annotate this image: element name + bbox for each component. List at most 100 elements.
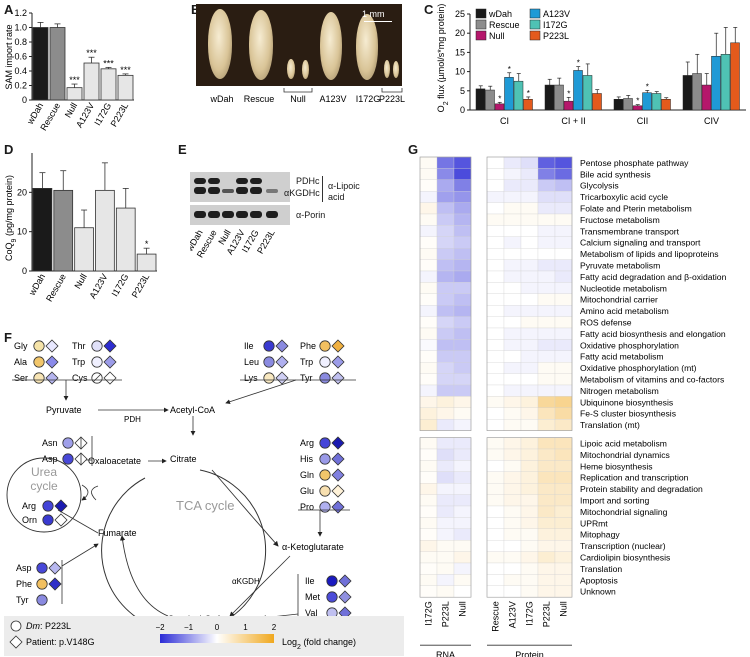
protein-cell (503, 396, 522, 408)
rna-cell (419, 305, 438, 317)
protein-cell (554, 282, 573, 294)
bar-p223l (136, 253, 157, 272)
protein-cell (554, 259, 573, 272)
aa-circle-ser (33, 372, 45, 384)
enzyme-pdh: PDH (124, 415, 141, 424)
protein-cell (554, 213, 573, 226)
legend-label-a123v: A123V (543, 9, 570, 19)
rna-cell (436, 168, 455, 180)
bar-civ-a123v (711, 55, 721, 111)
panel-letter-g: G (408, 142, 419, 157)
aa-circle-phe-fum (36, 578, 48, 590)
protein-column-label-i172g: I172G (525, 601, 535, 626)
y-tick-label: 15 (455, 47, 465, 57)
bracket-p223l (381, 88, 403, 93)
protein-cell (537, 339, 556, 351)
aa-circle-gln-right-group (319, 469, 331, 481)
arrow-succinyl-fumarate (119, 535, 169, 617)
colorbar-label: Log2 (fold change) (282, 637, 356, 651)
aa-diamond-ile-akg (338, 574, 352, 588)
legend-swatch-i172g (529, 19, 541, 30)
western-blot (190, 172, 290, 232)
row-label-tricarboxylic-acid-cycle: Tricarboxylic acid cycle (580, 192, 668, 202)
protein-cell (554, 540, 573, 552)
colorbar-tick-3: 1 (243, 623, 248, 632)
aa-circle-thr-group (91, 340, 103, 352)
rna-cell (453, 213, 472, 226)
protein-cell (554, 293, 573, 306)
y-tick-label: 10 (455, 67, 465, 77)
group-label-rna: RNA (436, 650, 455, 657)
protein-cell (537, 236, 556, 249)
aa-label-tyr-fum: Tyr (16, 595, 29, 605)
aa-label-phe-fum: Phe (16, 579, 32, 589)
aa-diamond-arg-urea (54, 499, 68, 513)
protein-cell (537, 419, 556, 431)
bar-civ-null (701, 84, 712, 111)
rna-cell (436, 494, 455, 507)
protein-cell (520, 270, 539, 283)
rna-cell (436, 562, 455, 575)
bar-civ-wdah (682, 75, 693, 111)
aa-label-glu-right: Glu (300, 486, 314, 496)
colorbar-tick-2: 0 (215, 623, 220, 632)
aa-circle-ile-akg-group (326, 575, 338, 587)
aa-circle-gly-group (33, 340, 45, 352)
protein-cell (537, 505, 556, 518)
aa-label-ile-akg: Ile (305, 576, 315, 586)
bar-ci-wdah (475, 88, 486, 111)
protein-cell (486, 282, 505, 294)
protein-cell (520, 494, 539, 507)
rna-cell (453, 373, 472, 386)
y-tick-label: 0.8 (14, 37, 27, 47)
row-label-translation: Translation (580, 564, 622, 574)
larva-wdah (208, 9, 232, 79)
rna-cell (436, 373, 455, 386)
aa-label-ile: Ile (244, 341, 254, 351)
rna-cell (436, 362, 455, 374)
panel-letter-f: F (4, 330, 12, 345)
protein-cell (554, 460, 573, 472)
rna-cell (453, 505, 472, 518)
protein-cell (537, 316, 556, 329)
aa-circle-met-akg (326, 591, 338, 603)
protein-cell (486, 327, 505, 340)
aa-label-met-akg: Met (305, 592, 321, 602)
protein-cell (520, 191, 539, 203)
y-tick-label: 0.2 (14, 81, 27, 91)
aa-label-pro-right: Pro (300, 502, 314, 512)
aa-label-asn-oaa: Asn (42, 438, 58, 448)
x-tick-label-null: Null (72, 272, 88, 290)
rna-cell (436, 248, 455, 260)
protein-cell (537, 551, 556, 564)
rna-cell (436, 551, 455, 564)
rna-cell (436, 483, 455, 495)
aa-diamond-phe (331, 339, 345, 353)
aa-circle-gln-right (319, 469, 331, 481)
protein-cell (486, 585, 505, 598)
protein-cell (520, 562, 539, 575)
tca-pathway-diagram: GlyAlaSerThrTrpCysIleLeuLysPheTrpTyrPyru… (4, 339, 404, 656)
protein-cell (486, 483, 505, 495)
rna-cell (436, 327, 455, 340)
row-label-nitrogen-metabolism: Nitrogen metabolism (580, 386, 659, 396)
bar-ci-ii-a123v (573, 70, 583, 111)
rna-cell (436, 396, 455, 408)
protein-cell (503, 585, 522, 598)
aa-circle-orn-urea-group (42, 514, 54, 526)
x-tick-label-wdah: wDah (26, 272, 47, 298)
protein-cell (537, 248, 556, 260)
rna-cell (419, 494, 438, 507)
rna-cell (436, 270, 455, 283)
bar-null (66, 87, 83, 101)
significance-ci-ii-null: * (567, 89, 570, 98)
aa-label-cys: Cys (72, 373, 88, 383)
protein-cell (486, 384, 505, 397)
rna-cell (419, 505, 438, 518)
row-label-apoptosis: Apoptosis (580, 575, 618, 585)
protein-cell (486, 505, 505, 518)
bar-cii-a123v (642, 92, 652, 111)
aa-diamond-glu-right (331, 484, 345, 498)
